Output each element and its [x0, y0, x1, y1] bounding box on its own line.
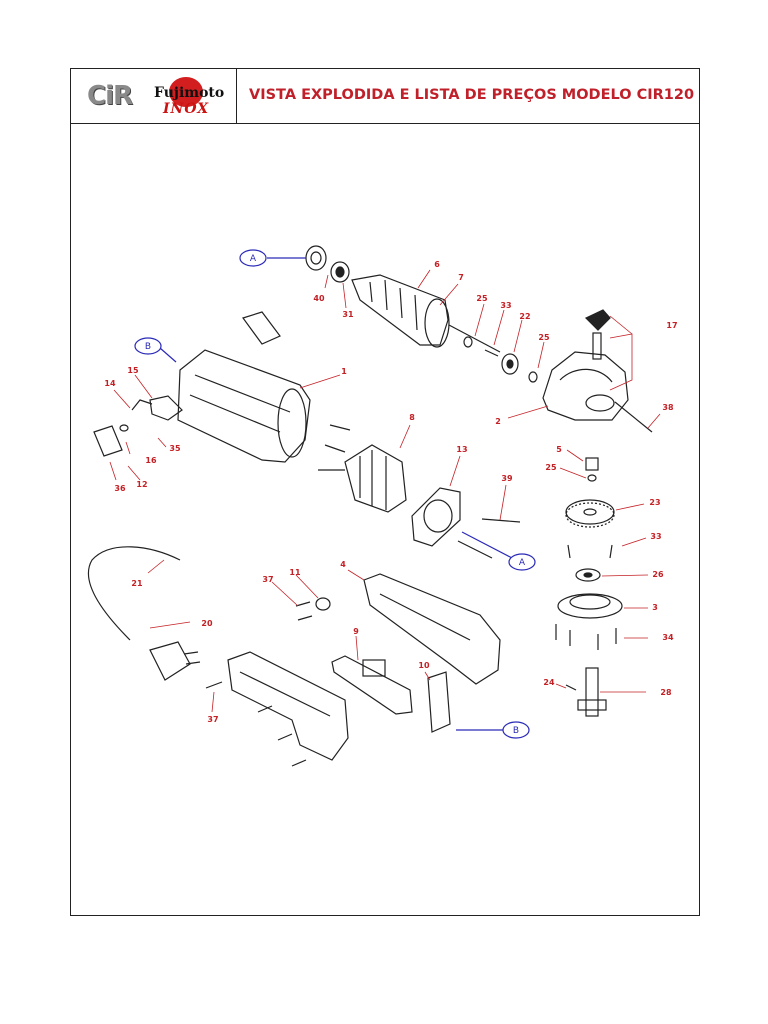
label-part-8: 8: [409, 413, 415, 422]
part-25-washer-shape: [463, 336, 473, 348]
ref-a-top: A: [250, 254, 257, 264]
part-34-screws-shape: [555, 624, 617, 650]
part-23-gear-shape: [565, 499, 615, 528]
reference-ovals: [134, 249, 536, 739]
label-part-12: 12: [136, 480, 147, 489]
label-part-25-mid: 25: [538, 333, 550, 342]
label-part-9: 9: [353, 627, 359, 636]
label-part-22: 22: [519, 312, 530, 321]
part-17-spindle-lock-shape: [584, 309, 611, 360]
label-part-36: 36: [114, 484, 126, 493]
part-33-screw-shape: [484, 349, 499, 357]
label-part-1: 1: [341, 367, 347, 376]
part-38-screw-shape: [614, 401, 653, 433]
part-handle-bottom-shape: [227, 651, 349, 761]
part-31-bearing-shape: [330, 261, 350, 283]
part-8-stator-shape: [318, 424, 407, 513]
ref-b-left-bubble: [134, 337, 162, 355]
part-25-lower-ring-shape: [587, 474, 597, 482]
part-4-handle-half-shape: [363, 573, 501, 685]
reference-lines: [159, 257, 513, 731]
part-21-cable-shape: [87, 546, 181, 641]
reference-labels: A B A B: [145, 254, 526, 736]
label-part-6: 6: [434, 260, 440, 269]
part-9-carbon-brush-shape: [331, 655, 413, 715]
brand-logo: CiR Fujimoto INOX: [71, 69, 237, 123]
label-part-35: 35: [169, 444, 181, 453]
label-part-2: 2: [495, 417, 501, 426]
label-part-28: 28: [660, 688, 672, 697]
part-24-key-shape: [565, 684, 577, 691]
label-part-14: 14: [104, 379, 116, 388]
label-part-10: 10: [418, 661, 430, 670]
part-28-spindle-shape: [577, 667, 607, 717]
header: CiR Fujimoto INOX VISTA EXPLODIDA E LIST…: [71, 69, 699, 124]
ref-a-mid-bubble: [508, 553, 536, 571]
inox-logo: INOX: [163, 101, 210, 117]
ref-a-top-bubble: [239, 249, 267, 267]
leader-lines: [109, 269, 661, 713]
part-16-screw-shape: [119, 424, 129, 432]
document-frame: CiR Fujimoto INOX VISTA EXPLODIDA E LIST…: [70, 68, 700, 916]
part-12-plate-shape: [93, 425, 123, 457]
part-11-cable-clamp-shape: [315, 597, 331, 611]
label-part-24: 24: [543, 678, 555, 687]
label-part-3: 3: [652, 603, 658, 612]
part-5-bushing-shape: [585, 457, 599, 471]
label-part-4: 4: [340, 560, 346, 569]
part-13-brush-holder-shape: [411, 487, 461, 547]
label-part-40: 40: [313, 294, 325, 303]
label-part-11: 11: [289, 568, 301, 577]
label-part-34: 34: [662, 633, 674, 642]
label-part-25-upper: 25: [476, 294, 488, 303]
part-3-bearing-flange-shape: [557, 593, 623, 619]
label-part-37-upper: 37: [262, 575, 273, 584]
part-labels: 40 31 6 7 25 33 22 25 17 2 38 5 25 23 33…: [104, 260, 677, 724]
part-37-lower-screws-shape: [205, 681, 307, 767]
part-26-bearing-shape: [575, 568, 601, 582]
part-39-screws-shape: [457, 518, 521, 559]
label-part-5: 5: [556, 445, 562, 454]
label-part-33-upper: 33: [500, 301, 511, 310]
part-10-brush-cap-shape: [427, 671, 451, 733]
ref-a-mid: A: [519, 558, 526, 568]
label-part-16: 16: [145, 456, 157, 465]
cir-logo: CiR: [87, 81, 133, 111]
part-1-motor-housing-shape: [177, 349, 311, 463]
label-part-15: 15: [127, 366, 139, 375]
part-6-armature-shape: [351, 274, 501, 353]
label-part-33-lower: 33: [650, 532, 661, 541]
ref-b-bottom-bubble: [502, 721, 530, 739]
label-part-13: 13: [456, 445, 467, 454]
part-37-screws-shape: [295, 601, 313, 621]
part-33-lower-screws-shape: [567, 544, 613, 559]
label-part-23: 23: [649, 498, 660, 507]
part-40-bearing-shape: [305, 245, 327, 271]
part-cover-plate-shape: [242, 311, 281, 345]
fujimoto-logo: Fujimoto: [154, 85, 225, 101]
part-2-gear-housing-shape: [542, 351, 629, 421]
label-part-7: 7: [458, 273, 464, 282]
label-part-39: 39: [501, 474, 513, 483]
label-part-37-lower: 37: [207, 715, 218, 724]
label-part-31: 31: [342, 310, 354, 319]
label-part-21: 21: [131, 579, 143, 588]
sun-logo-icon: [169, 77, 203, 107]
label-part-17: 17: [666, 321, 677, 330]
label-part-38: 38: [662, 403, 674, 412]
label-part-25-lower: 25: [545, 463, 557, 472]
part-15-switch-shape: [149, 395, 183, 421]
part-25-ring-shape: [528, 371, 538, 383]
part-14-spring-shape: [131, 399, 153, 411]
label-part-20: 20: [201, 619, 213, 628]
ref-b-left: B: [145, 342, 151, 352]
part-20-plug-shape: [149, 641, 201, 681]
part-22-bearing-shape: [501, 353, 519, 375]
label-part-26: 26: [652, 570, 664, 579]
ref-b-bottom: B: [513, 726, 519, 736]
page-title: VISTA EXPLODIDA E LISTA DE PREÇOS MODELO…: [249, 87, 695, 103]
